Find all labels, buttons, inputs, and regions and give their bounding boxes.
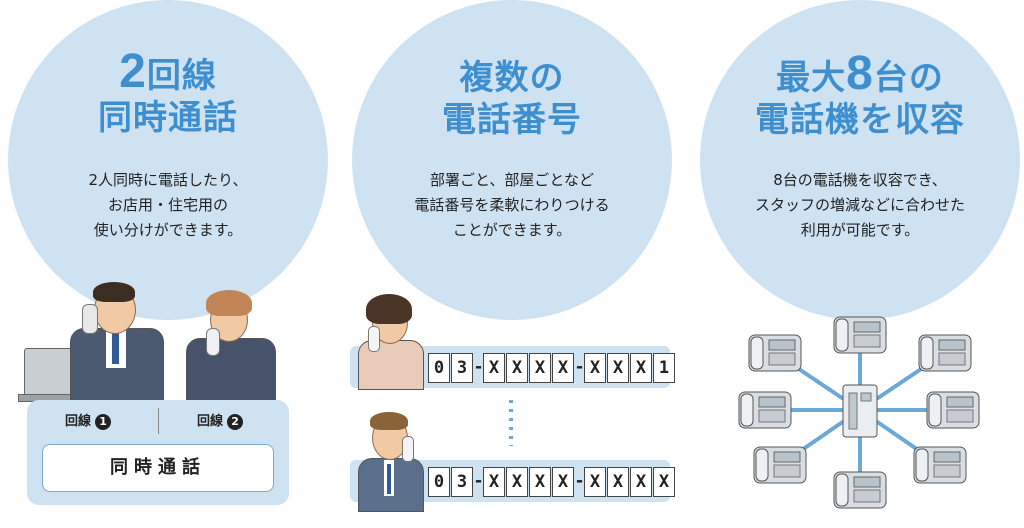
panel2-desc-line: ことができます。: [452, 221, 572, 239]
panel1-description: 2人同時に電話したり、 お店用・住宅用の 使い分けができます。: [8, 168, 328, 243]
line-1-text: 回線: [65, 414, 92, 429]
phone-handset-icon: [206, 328, 220, 356]
panel1-title: 2回線 同時通話: [8, 48, 328, 139]
number-digit: X: [529, 353, 551, 383]
phone-network-illustration: [738, 316, 980, 509]
panel3-title-number: 8: [846, 47, 874, 100]
number-dash: -: [575, 357, 584, 377]
businesswoman-illustration: [180, 290, 280, 402]
number-digit: X: [630, 353, 652, 383]
office-phone-icon: [833, 316, 887, 354]
pbx-unit-icon: [842, 384, 878, 438]
phone-handset-icon: [82, 304, 98, 334]
number-digit: X: [607, 353, 629, 383]
woman-on-phone-illustration: [352, 292, 426, 390]
panel2-description: 部署ごと、部屋ごとなど 電話番号を柔軟にわりつける ことができます。: [352, 168, 672, 243]
businessman-illustration: [60, 280, 170, 402]
number-digit: X: [584, 353, 606, 383]
number-digit: X: [552, 353, 574, 383]
number-digit: X: [483, 467, 505, 497]
office-phone-icon: [738, 391, 792, 429]
number-digit: X: [653, 467, 675, 497]
office-phone-icon: [926, 391, 980, 429]
man-on-phone-illustration: [352, 410, 426, 512]
phone-handset-icon: [368, 326, 380, 352]
panel1-desc-line: 2人同時に電話したり、: [88, 171, 248, 189]
ellipsis-dots: [509, 400, 513, 446]
panel3-description: 8台の電話機を収容でき、 スタッフの増減などに合わせた 利用が可能です。: [700, 168, 1020, 243]
simultaneous-call-box: 同時通話: [42, 444, 274, 492]
number-digit: 1: [653, 353, 675, 383]
number-digit: X: [552, 467, 574, 497]
panel3-circle: 最大8台の 電話機を収容 8台の電話機を収容でき、 スタッフの増減などに合わせた…: [700, 0, 1020, 320]
panel3-desc-line: 利用が可能です。: [800, 221, 920, 239]
panel2-desc-line: 部署ごと、部屋ごとなど: [430, 171, 594, 189]
panel1-title-number: 2: [119, 45, 147, 98]
panel2-title-line1: 複数の: [459, 58, 565, 98]
number-digit: X: [607, 467, 629, 497]
number-digit: 0: [428, 467, 450, 497]
number-dash: -: [474, 471, 483, 491]
phone-handset-icon: [402, 436, 414, 462]
panel3-title-a: 最大: [776, 58, 847, 98]
number-digit: 3: [451, 353, 473, 383]
panel3-title-line2: 電話機を収容: [755, 100, 965, 140]
number-dash: -: [474, 357, 483, 377]
panel1-circle: 2回線 同時通話 2人同時に電話したり、 お店用・住宅用の 使い分けができます。: [8, 0, 328, 320]
line-1-number: 1: [95, 413, 112, 430]
line-2-number: 2: [227, 413, 244, 430]
office-phone-icon: [833, 471, 887, 509]
number-digit: X: [483, 353, 505, 383]
line-2-text: 回線: [197, 414, 224, 429]
panel3-desc-line: スタッフの増減などに合わせた: [754, 196, 965, 214]
number-digit: X: [506, 467, 528, 497]
number-dash: -: [575, 471, 584, 491]
line-divider: [158, 408, 159, 434]
number-digit: X: [529, 467, 551, 497]
panel1-desc-line: 使い分けができます。: [93, 221, 243, 239]
panel3-title-b: 台の: [873, 58, 944, 98]
panel1-desc-line: お店用・住宅用の: [107, 196, 228, 214]
panel1-title-line2: 同時通話: [98, 98, 238, 138]
panel2-title-line2: 電話番号: [442, 100, 582, 140]
number-digit: 3: [451, 467, 473, 497]
number-digit: X: [630, 467, 652, 497]
office-phone-icon: [748, 334, 802, 372]
office-phone-icon: [753, 446, 807, 484]
number-digit: X: [584, 467, 606, 497]
panel3-desc-line: 8台の電話機を収容でき、: [773, 171, 947, 189]
panel2-title: 複数の 電話番号: [352, 58, 672, 140]
number-digit: 0: [428, 353, 450, 383]
office-phone-icon: [913, 446, 967, 484]
panel1-title-text: 回線: [146, 56, 217, 96]
panel2-desc-line: 電話番号を柔軟にわりつける: [414, 196, 610, 214]
panel2-circle: 複数の 電話番号 部署ごと、部屋ごとなど 電話番号を柔軟にわりつける ことができ…: [352, 0, 672, 320]
panel3-title: 最大8台の 電話機を収容: [700, 50, 1020, 141]
office-phone-icon: [918, 334, 972, 372]
number-digit: X: [506, 353, 528, 383]
